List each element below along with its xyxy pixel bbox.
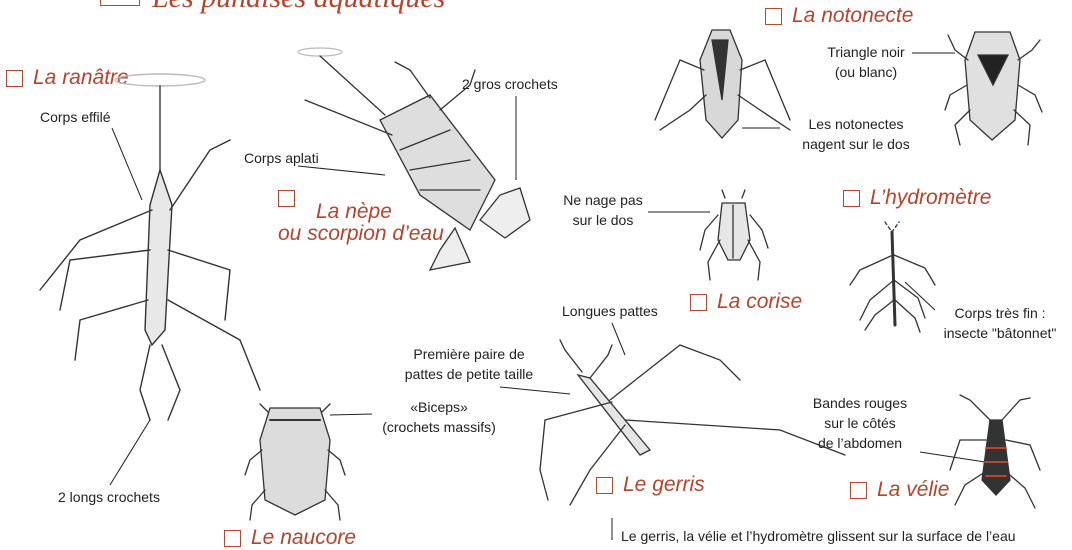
- corise-label: La corise: [717, 290, 803, 313]
- species-hydrometre: L’hydromètre: [843, 186, 991, 210]
- velie-label: La vélie: [877, 478, 950, 501]
- note-premiere-paire-line2: pattes de petite taille: [404, 366, 534, 382]
- ranatre-label: La ranâtre: [33, 66, 129, 89]
- nepe-checkbox[interactable]: [278, 190, 295, 207]
- velie-checkbox[interactable]: [850, 481, 867, 499]
- note-bandes-line1: Bandes rouges: [812, 395, 908, 411]
- note-triangle: Triangle noir (ou blanc): [816, 42, 916, 82]
- leader-longs-crochets: [109, 419, 151, 486]
- note-glissent: Le gerris, la vélie et l’hydromètre glis…: [621, 528, 1016, 544]
- leader-premiere-paire: [499, 386, 571, 395]
- note-tres-fin-line1: Corps très fin :: [954, 305, 1046, 321]
- naucore-label: Le naucore: [251, 526, 357, 549]
- species-ranatre: La ranâtre: [6, 66, 129, 90]
- leader-corps-effile: [111, 127, 143, 201]
- title-block: Les punaises aquatiques: [100, 0, 445, 15]
- note-nage-pas-line2: sur le dos: [572, 212, 634, 228]
- note-corps-aplati: Corps aplati: [244, 150, 319, 166]
- species-notonecte: La notonecte: [765, 4, 913, 28]
- leader-corps-aplati: [297, 165, 386, 176]
- page-title: Les punaises aquatiques: [152, 0, 445, 15]
- note-premiere-paire: Première paire de pattes de petite taill…: [394, 344, 544, 384]
- gerris-label: Le gerris: [623, 473, 705, 496]
- species-gerris: Le gerris: [596, 473, 705, 497]
- nepe-label-line1: La nèpe: [316, 200, 392, 223]
- species-nepe: La nèpe ou scorpion d’eau: [278, 190, 444, 256]
- leader-tres-fin: [904, 281, 936, 311]
- hydrometre-label: L’hydromètre: [870, 186, 992, 209]
- notonecte-checkbox[interactable]: [765, 7, 782, 25]
- leader-biceps: [329, 413, 373, 416]
- hydrometre-checkbox[interactable]: [843, 189, 860, 207]
- notonecte-label: La notonecte: [792, 4, 914, 27]
- note-biceps-line2: (crochets massifs): [382, 419, 496, 435]
- leader-bandes: [919, 451, 986, 463]
- note-nagent-line2: nagent sur le dos: [802, 136, 910, 152]
- note-corps-effile: Corps effilé: [40, 109, 111, 125]
- note-premiere-paire-line1: Première paire de: [413, 346, 525, 362]
- note-triangle-line2: (ou blanc): [834, 64, 898, 80]
- note-bandes-line3: de l’abdomen: [817, 435, 903, 451]
- note-biceps: «Biceps» (crochets massifs): [372, 397, 506, 437]
- note-nagent: Les notonectes nagent sur le dos: [792, 114, 920, 154]
- note-longues-pattes: Longues pattes: [562, 303, 658, 319]
- note-nage-pas: Ne nage pas sur le dos: [558, 190, 648, 230]
- nepe-label-line2: ou scorpion d’eau: [278, 222, 444, 245]
- note-biceps-line1: «Biceps»: [410, 399, 468, 415]
- corise-checkbox[interactable]: [690, 293, 707, 311]
- note-gros-crochets: 2 gros crochets: [462, 76, 558, 92]
- gerris-checkbox[interactable]: [596, 476, 613, 494]
- title-checkbox[interactable]: [100, 0, 140, 6]
- note-bandes-line2: sur le côtés: [824, 415, 896, 431]
- species-velie: La vélie: [850, 478, 949, 502]
- note-nage-pas-line1: Ne nage pas: [563, 192, 643, 208]
- species-corise: La corise: [690, 290, 802, 314]
- note-nagent-line1: Les notonectes: [808, 116, 904, 132]
- species-naucore: Le naucore: [224, 526, 356, 550]
- naucore-checkbox[interactable]: [224, 529, 241, 547]
- note-tres-fin: Corps très fin : insecte "bâtonnet": [930, 303, 1070, 343]
- ranatre-checkbox[interactable]: [6, 69, 23, 87]
- note-tres-fin-line2: insecte "bâtonnet": [943, 325, 1057, 341]
- note-triangle-line1: Triangle noir: [827, 44, 905, 60]
- leader-longues-pattes: [611, 322, 626, 356]
- note-bandes: Bandes rouges sur le côtés de l’abdomen: [800, 393, 920, 453]
- note-longs-crochets: 2 longs crochets: [58, 489, 160, 505]
